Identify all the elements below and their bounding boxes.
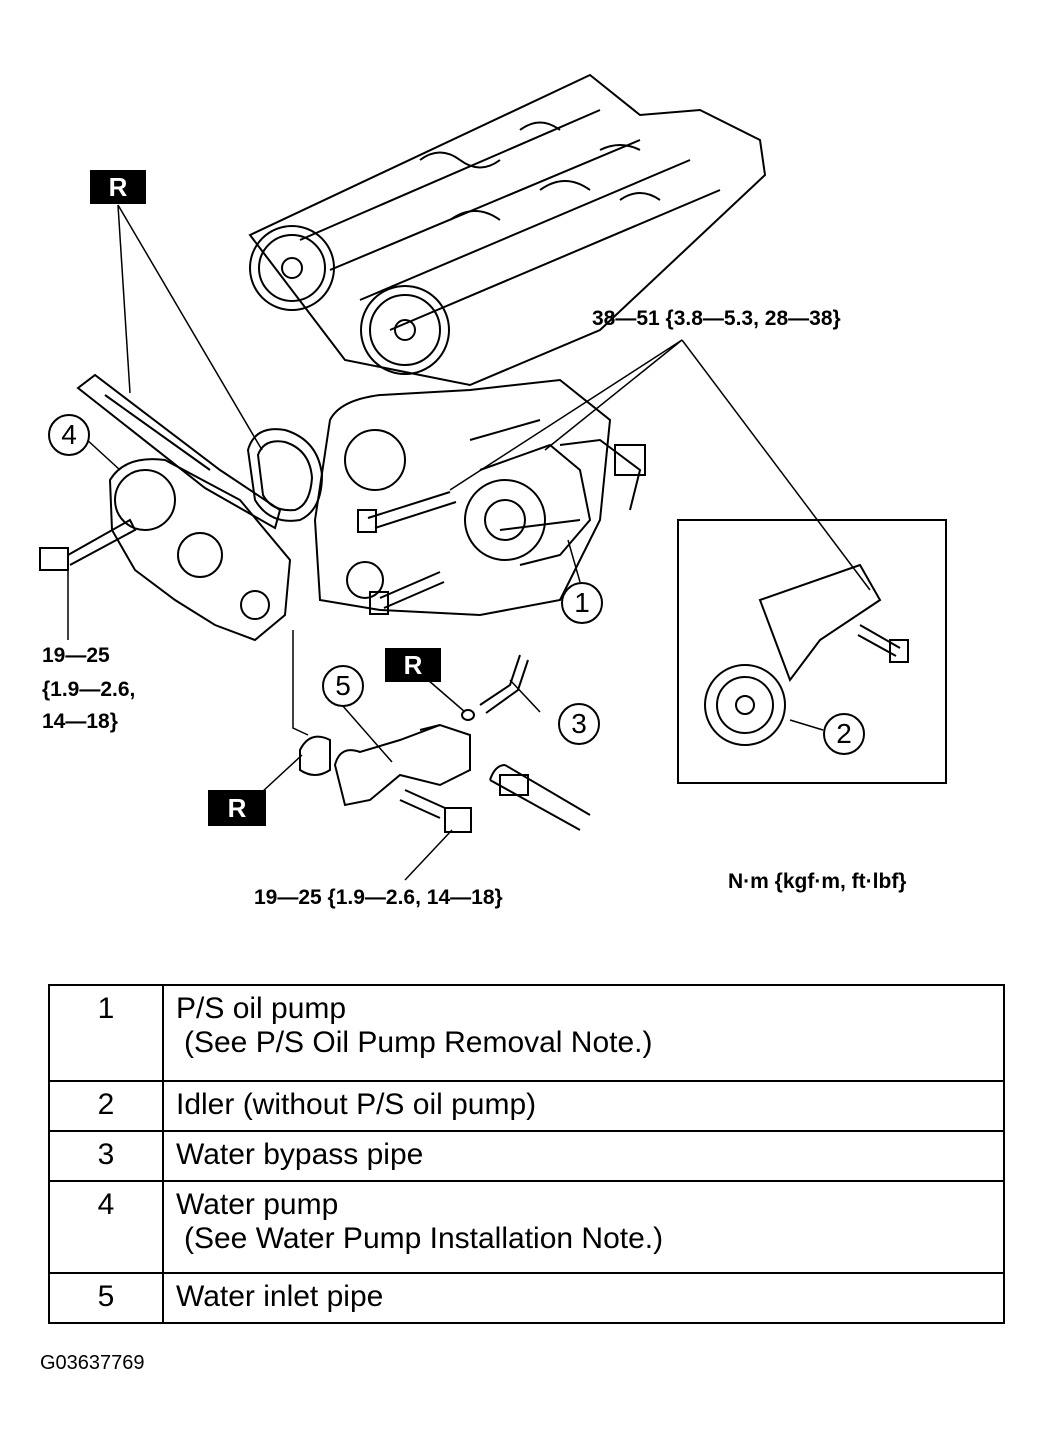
callout-2: 2 [823,713,865,755]
hose-drawing [489,764,591,831]
replace-badge: R [208,790,266,826]
water-pump-drawing [108,458,292,642]
inlet-bolt-drawing [399,789,472,833]
part-description: Water inlet pipe [162,1272,1005,1324]
table-row: 3 Water bypass pipe [48,1130,1005,1182]
table-row: 4 Water pump (See Water Pump Installatio… [48,1180,1005,1274]
torque-water-pump-bolt-line3: 14—18} [42,710,118,733]
table-row: 2 Idler (without P/S oil pump) [48,1080,1005,1132]
leader-lines [67,204,871,881]
part-description: Idler (without P/S oil pump) [162,1080,1005,1132]
torque-water-pump-bolt-line2: {1.9—2.6, [42,678,136,701]
torque-water-pump-bolt-line1: 19—25 [42,644,110,667]
part-number: 5 [48,1272,164,1324]
part-description: Water pump (See Water Pump Installation … [162,1180,1005,1274]
part-name: P/S oil pump [176,992,347,1025]
replace-badge: R [385,648,441,682]
torque-ps-pump-bolts: 38—51 {3.8—5.3, 28—38} [592,307,841,330]
torque-units: N·m {kgf·m, ft·lbf} [728,870,907,893]
part-name: Water inlet pipe [176,1280,384,1313]
water-bypass-pipe-drawing [461,654,529,721]
parts-table: 1 P/S oil pump (See P/S Oil Pump Removal… [48,984,1005,1324]
ps-pump-bolt-drawing [357,491,457,615]
callout-5: 5 [322,665,364,707]
part-number: 3 [48,1130,164,1182]
callout-4: 4 [48,414,90,456]
replace-badge: R [90,170,146,204]
part-number: 4 [48,1180,164,1274]
part-number: 2 [48,1080,164,1132]
table-row: 5 Water inlet pipe [48,1272,1005,1324]
callout-3: 3 [558,703,600,745]
part-note: (See Water Pump Installation Note.) [184,1222,664,1255]
ps-oil-pump-drawing [464,438,646,566]
part-name: Water pump [176,1188,339,1221]
water-inlet-pipe-drawing [299,723,471,807]
callout-1: 1 [561,582,603,624]
figure-id: G03637769 [40,1352,145,1374]
idler-inset-box [677,519,947,784]
part-description: Water bypass pipe [162,1130,1005,1182]
part-description: P/S oil pump (See P/S Oil Pump Removal N… [162,984,1005,1082]
camshaft-sprocket-left [249,225,335,311]
camshaft-sprocket-right [360,285,450,375]
part-number: 1 [48,984,164,1082]
torque-inlet-pipe-bolt: 19—25 {1.9—2.6, 14—18} [254,886,503,909]
water-pump-gasket-drawing [246,428,324,522]
exploded-engine-diagram [39,73,947,881]
cylinder-head-drawing [248,73,767,387]
cover-gasket-strip-drawing [76,373,282,530]
water-pump-bolt-drawing [39,518,137,571]
part-name: Water bypass pipe [176,1138,424,1171]
table-row: 1 P/S oil pump (See P/S Oil Pump Removal… [48,984,1005,1082]
part-name: Idler (without P/S oil pump) [176,1088,537,1121]
part-note: (See P/S Oil Pump Removal Note.) [184,1026,653,1059]
engine-block-drawing [313,378,612,617]
